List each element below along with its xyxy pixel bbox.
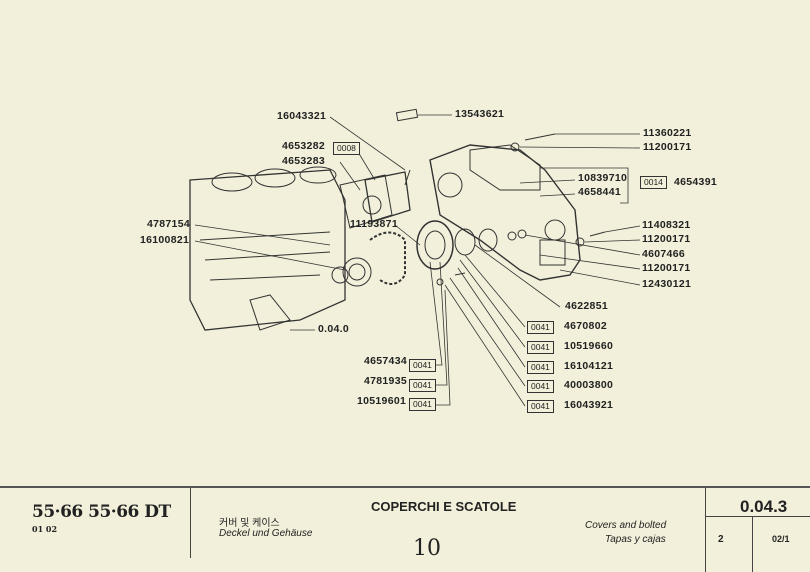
part-number-label: 4670802	[564, 320, 607, 332]
part-number-label: 16100821	[140, 234, 190, 246]
quantity-box: 0041	[527, 400, 554, 413]
part-number-label: 11408321	[642, 219, 691, 231]
quantity-box: 0041	[527, 380, 554, 393]
part-number-label: 11200171	[643, 141, 692, 153]
part-number-label: 12430121	[642, 278, 692, 290]
quantity-box: 0041	[409, 379, 436, 392]
part-number-label: 16043921	[564, 399, 614, 411]
chain-drawing	[369, 231, 406, 285]
part-number-label: 4787154	[147, 218, 190, 230]
page-number: 02/1	[772, 534, 790, 544]
part-number-label: 16104121	[564, 360, 614, 372]
quantity-box: 0041	[527, 321, 554, 334]
part-number-label: 4654391	[674, 176, 717, 188]
sheet-number: 2	[718, 534, 724, 545]
section-number: 0.04.3	[740, 497, 788, 516]
quantity-box: 0041	[409, 398, 436, 411]
title-italian: COPERCHI E SCATOLE	[371, 499, 517, 514]
bolts-drawing	[395, 108, 606, 286]
quantity-box: 0041	[527, 341, 554, 354]
part-number-label: 10839710	[578, 172, 628, 184]
handwritten-note: 10	[413, 536, 441, 561]
part-number-label: 4658441	[578, 186, 621, 198]
part-number-label: 4622851	[565, 300, 608, 312]
model-label: 55·66 55·66 DT	[32, 502, 171, 522]
title-german: Deckel und Gehäuse	[219, 528, 313, 539]
gasket-drawing	[339, 171, 411, 229]
title-english: Covers and bolted	[585, 520, 667, 531]
part-number-label: 4653283	[282, 155, 325, 167]
quantity-box: 0041	[409, 359, 436, 372]
gear-housing-drawing	[429, 144, 581, 281]
part-number-label: 4657434	[364, 355, 407, 367]
part-number-label: 40003800	[564, 379, 614, 391]
part-number-label: 11360221	[643, 127, 692, 139]
part-number-label: 11200171	[642, 262, 691, 274]
part-number-label: 4607466	[642, 248, 685, 260]
quantity-box: 0041	[527, 361, 554, 374]
quantity-box: 0014	[640, 176, 667, 189]
part-number-label: 16043321	[277, 110, 327, 122]
seal-rings-drawing	[416, 220, 527, 270]
engine-block-drawing	[189, 166, 372, 331]
leader-lines	[194, 114, 641, 407]
quantity-box: 0008	[333, 142, 360, 155]
title-block: 55·66 55·66 DT 01 02 COPERCHI E SCATOLE …	[0, 486, 810, 572]
part-number-label: 10519660	[564, 340, 614, 352]
part-number-label: 4781935	[364, 375, 407, 387]
part-number-label: 11200171	[642, 233, 691, 245]
part-number-label: 13543621	[455, 108, 505, 120]
reference-label: 0.04.0	[318, 323, 349, 335]
part-number-label: 11193871	[350, 218, 398, 230]
version-label: 01 02	[32, 524, 58, 534]
part-number-label: 10519601	[357, 395, 407, 407]
title-spanish: Tapas y cajas	[605, 534, 666, 545]
part-number-label: 4653282	[282, 140, 325, 152]
title-korean: 커버 및 케이스	[219, 518, 280, 529]
exploded-parts-diagram	[189, 108, 641, 407]
